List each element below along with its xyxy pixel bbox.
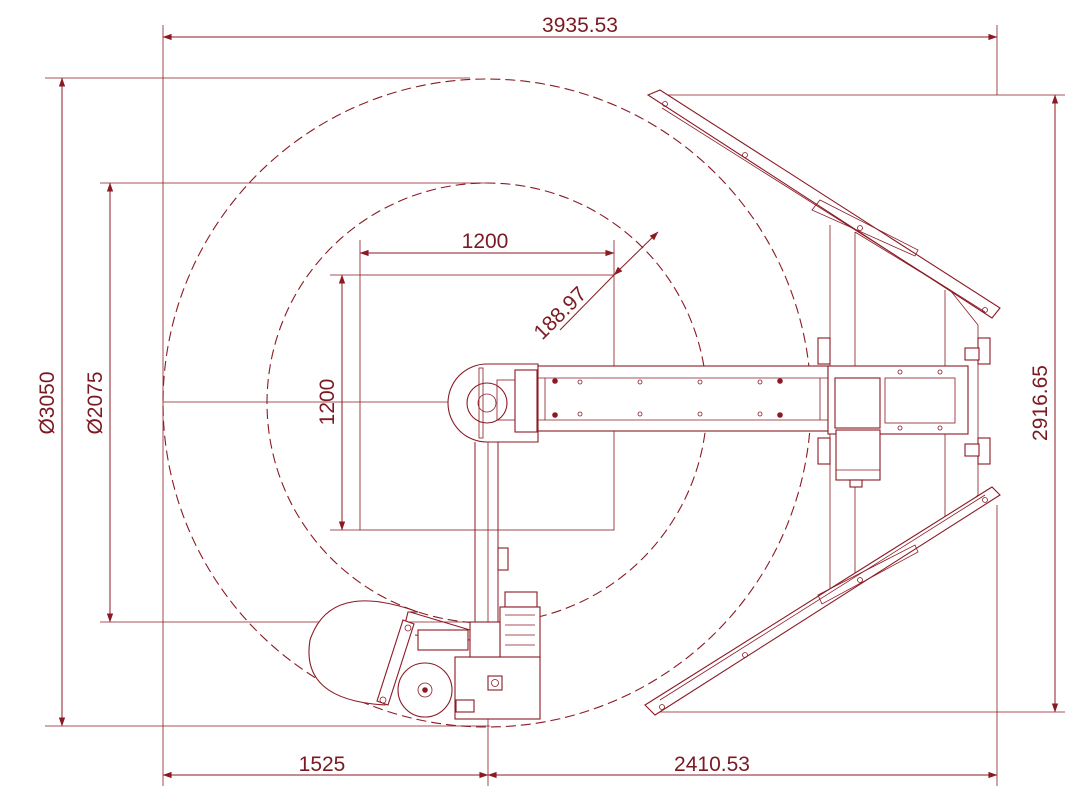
frame-brackets — [817, 337, 991, 465]
lower-conveyor-wing — [644, 486, 1001, 716]
overall-width-label: 3935.53 — [542, 14, 618, 37]
pallet-width-label: 1200 — [462, 230, 509, 253]
mast-carriage — [308, 442, 541, 720]
inner-diameter-label: Ø2075 — [84, 371, 107, 434]
dimension-lines — [58, 33, 1059, 779]
rotating-arm — [447, 363, 969, 488]
clearance-label: 188.97 — [530, 283, 592, 345]
right-offset-label: 2410.53 — [674, 753, 750, 776]
left-offset-label: 1525 — [299, 753, 346, 776]
overall-height-label: 2916.65 — [1029, 365, 1052, 441]
outer-diameter-label: Ø3050 — [36, 371, 59, 434]
pallet-length-label: 1200 — [316, 379, 339, 426]
